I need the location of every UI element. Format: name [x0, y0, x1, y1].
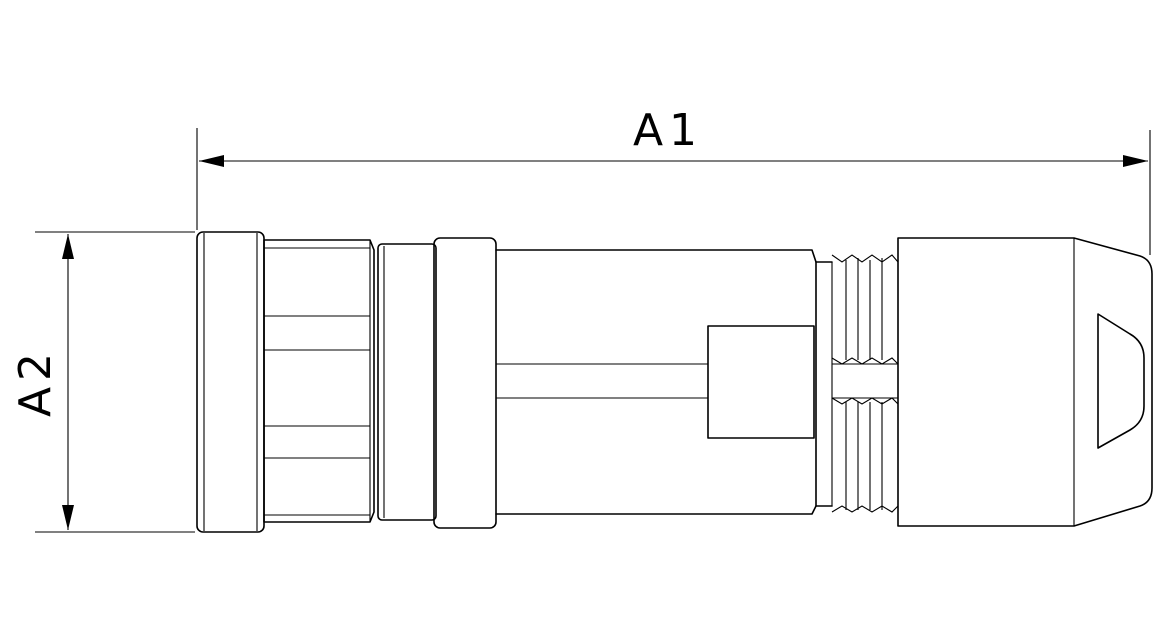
coupling-ring [196, 231, 265, 533]
hex-nut-outline [263, 239, 375, 523]
dimension-a2: A2 [10, 231, 195, 533]
thread-section [815, 254, 899, 513]
housing [495, 249, 817, 515]
main-ring-outline [433, 237, 497, 529]
coupling-ring-outline [196, 231, 265, 533]
dimension-label-a1: A1 [633, 105, 703, 156]
arrowhead-top [62, 234, 74, 259]
arrowhead-left [199, 155, 224, 167]
cable-nut-outline [897, 237, 1153, 527]
housing-outline [495, 249, 817, 515]
connector-body [196, 231, 1153, 533]
collar [377, 243, 437, 521]
arrowhead-bottom [62, 505, 74, 530]
arrowhead-right [1123, 155, 1148, 167]
cable-entry-gland [1097, 313, 1145, 449]
dimension-label-a2: A2 [10, 347, 61, 417]
cable-nut [897, 237, 1153, 527]
collar-outline [377, 243, 437, 521]
latch-block [707, 325, 815, 439]
dimension-a1: A1 [196, 105, 1151, 255]
main-ring [433, 237, 497, 529]
hex-nut [263, 239, 375, 523]
